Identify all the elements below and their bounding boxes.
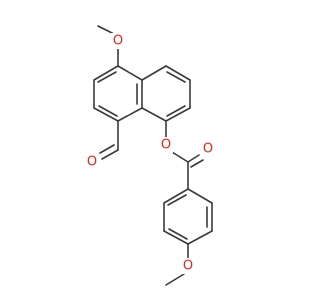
bond-c6-c1 [187, 188, 213, 204]
bond-c3-c4-inner [168, 228, 188, 240]
bond-ester-o-c [171, 151, 189, 163]
carbonyl-oxygen-label: O [203, 142, 213, 157]
bond-a3-a4-inner [98, 105, 118, 117]
bond-a4-a5 [117, 107, 143, 122]
bond-c-co [187, 154, 200, 163]
bond-c-co-double [190, 159, 204, 168]
bond-c1-c2-inner [167, 194, 187, 206]
aldehyde-oxygen-label: O [87, 155, 97, 170]
bond-a3-a4 [93, 107, 119, 122]
methoxy-bottom-oxygen-label: O [183, 259, 193, 274]
ester-oxygen-label: O [161, 138, 171, 153]
bond-b5-b6 [141, 107, 167, 122]
bond-b2-b3 [165, 65, 191, 81]
bond-cho-o [101, 149, 119, 160]
bond-c1-c2 [163, 188, 189, 204]
atom-labels: O O O O O [85, 33, 215, 274]
bond-c3-c4 [163, 230, 189, 245]
bond-a6-a1 [117, 65, 143, 81]
bond-b4-b5 [165, 107, 191, 122]
bond-o-bottom-methyl [165, 273, 185, 286]
bond-a1-a2-inner [97, 71, 117, 83]
bond-c4-c5 [187, 230, 213, 245]
bond-b1-b2 [141, 65, 167, 81]
methoxy-top-oxygen-label: O [113, 34, 123, 49]
structure-canvas: O O O O O [85, 25, 215, 286]
bond-cho-o-double [99, 144, 115, 154]
bond-b2-b3-inner [166, 71, 186, 83]
bond-methyl-o-top [97, 25, 115, 35]
bonds [93, 25, 213, 286]
bond-b4-b5-inner [166, 105, 186, 117]
bond-a1-a2 [93, 65, 119, 81]
molecule-diagram: O O O O O [85, 25, 215, 286]
